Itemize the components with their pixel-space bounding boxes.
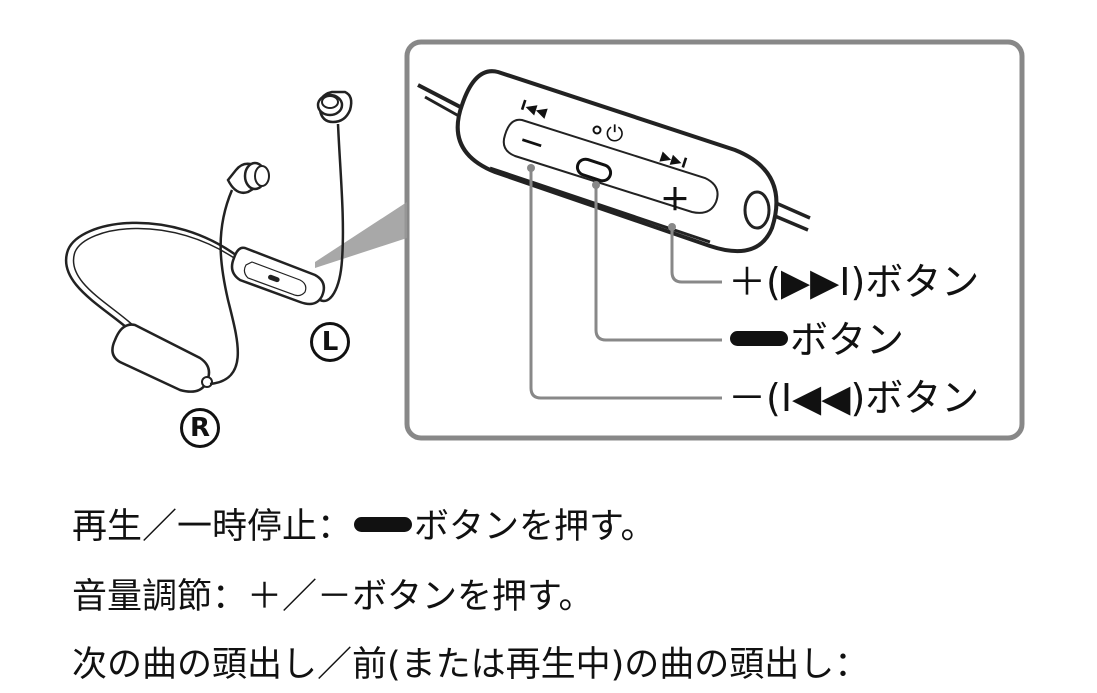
remote-next-icon: ▶▶I bbox=[659, 149, 689, 172]
callout-leaders bbox=[529, 168, 722, 400]
center-button-callout-text: ボタン bbox=[790, 318, 905, 362]
neckband-cable bbox=[64, 221, 241, 336]
right-earbud-cable bbox=[209, 189, 239, 386]
zoom-box bbox=[404, 39, 1025, 441]
remote-body bbox=[455, 69, 779, 254]
remote-center-button bbox=[575, 157, 613, 183]
zoom-connector bbox=[315, 202, 407, 268]
right-housing bbox=[111, 323, 211, 393]
headphone-diagram: I◀◀ ▶▶I ⏻ － ＋ bbox=[64, 39, 1025, 441]
left-earbud bbox=[316, 90, 353, 124]
minus-button-callout: －(I◀◀)ボタン bbox=[728, 376, 980, 420]
left-earbud-cable bbox=[319, 123, 345, 303]
center-button-icon bbox=[730, 331, 788, 346]
instruction-track: 次の曲の頭出し／前(または再生中)の曲の頭出し： bbox=[72, 645, 870, 685]
remote-power-icon: ⏻ bbox=[606, 122, 623, 147]
instruction-volume: 音量調節：＋／－ボタンを押す。 bbox=[72, 577, 594, 617]
remote-led bbox=[592, 125, 602, 135]
plus-button-callout: ＋(▶▶I)ボタン bbox=[728, 260, 980, 304]
instruction-play-pause: 再生／一時停止： ボタンを押す。 bbox=[72, 510, 656, 545]
remote-small bbox=[230, 246, 326, 306]
remote-prev-icon: I◀◀ bbox=[518, 98, 549, 122]
center-button-callout: ボタン bbox=[728, 321, 904, 359]
play-pause-button-icon bbox=[354, 516, 413, 532]
right-side-mark: R bbox=[180, 408, 220, 448]
instruction-play-pause-suffix: ボタンを押す。 bbox=[414, 507, 656, 547]
remote-plus-icon: ＋ bbox=[660, 183, 690, 218]
right-earbud bbox=[226, 161, 270, 194]
instruction-play-pause-prefix: 再生／一時停止： bbox=[72, 507, 353, 547]
left-side-mark: L bbox=[310, 322, 350, 362]
